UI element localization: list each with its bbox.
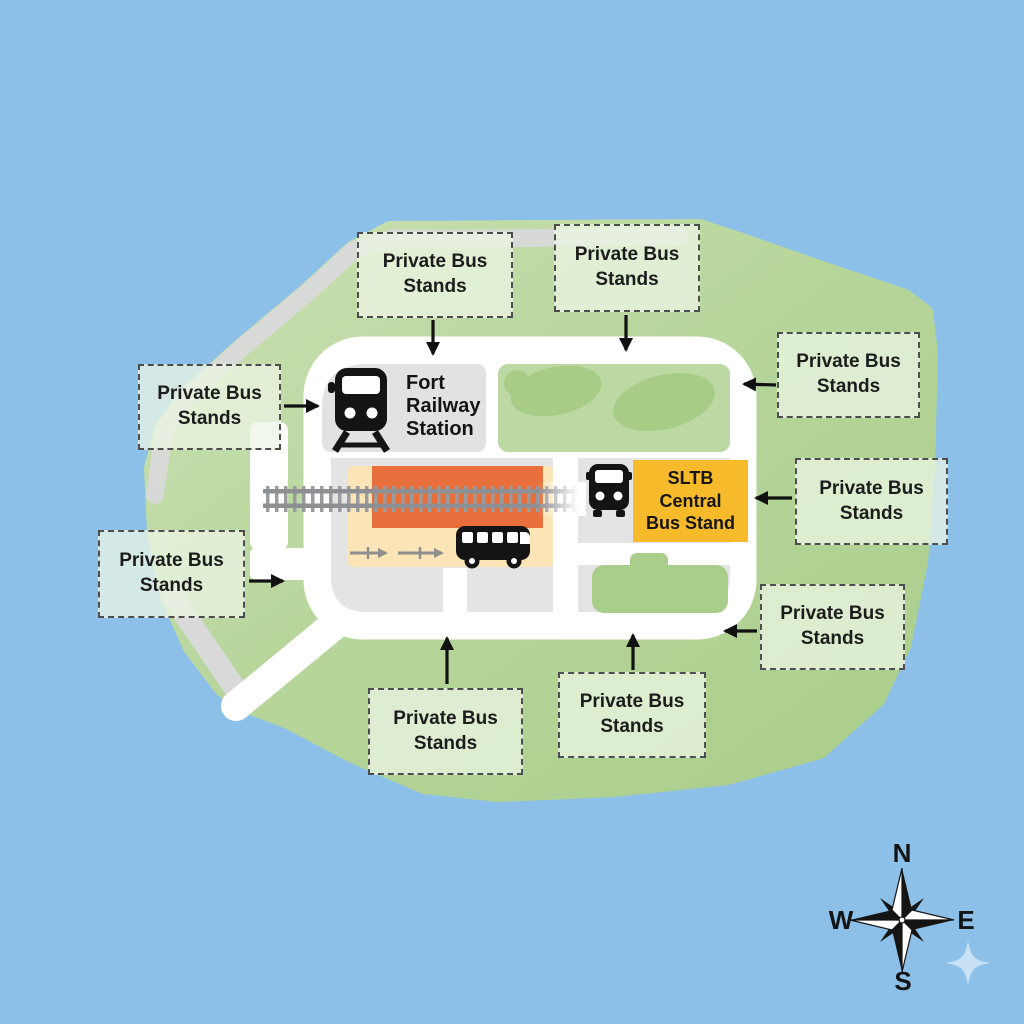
compass-south-label: S (894, 966, 911, 996)
compass-east-label: E (957, 905, 974, 935)
yard-green-blob (592, 553, 728, 613)
label-private-bus-stands-right-upper: Private Bus Stands (777, 332, 920, 418)
label-private-bus-stands-left-lower: Private Bus Stands (98, 530, 245, 618)
park-blob-west (510, 365, 602, 417)
sltb-central-bus-stand: SLTB Central Bus Stand (633, 460, 748, 542)
label-private-bus-stands-top-left: Private Bus Stands (357, 232, 513, 318)
compass-rose-icon: N E S W (829, 838, 975, 996)
label-private-bus-stands-bottom-center: Private Bus Stands (558, 672, 706, 758)
label-text: Private Bus Stands (819, 477, 924, 524)
park-blob-east (613, 372, 715, 432)
label-private-bus-stands-bottom-left: Private Bus Stands (368, 688, 523, 775)
sparkle-icon (946, 941, 990, 985)
label-private-bus-stands-left-upper: Private Bus Stands (138, 364, 281, 450)
label-text: Private Bus Stands (574, 244, 680, 290)
label-private-bus-stands-right-lower: Private Bus Stands (760, 584, 905, 670)
label-private-bus-stands-right-middle: Private Bus Stands (795, 458, 948, 545)
arrow-right-upper (742, 377, 777, 392)
label-text: Private Bus Stands (119, 550, 224, 596)
compass-west-label: W (829, 905, 854, 935)
label-private-bus-stands-top-center: Private Bus Stands (554, 224, 700, 312)
platform-guide-arrows (350, 547, 444, 559)
railway-track (263, 482, 586, 516)
bus-side-icon (456, 526, 530, 569)
label-text: Private Bus Stands (157, 383, 262, 429)
label-text: Private Bus Stands (579, 691, 685, 737)
label-text: Private Bus Stands (796, 351, 901, 397)
label-text: Private Bus Stands (382, 251, 488, 297)
label-text: Private Bus Stands (393, 707, 498, 754)
compass-north-label: N (893, 838, 912, 868)
label-arrows (249, 315, 792, 684)
bus-front-icon (586, 464, 632, 517)
fort-railway-station-label: Fort Railway Station (406, 372, 481, 440)
train-icon (328, 368, 390, 453)
yard-lane (443, 568, 467, 614)
label-text: Private Bus Stands (780, 603, 885, 649)
